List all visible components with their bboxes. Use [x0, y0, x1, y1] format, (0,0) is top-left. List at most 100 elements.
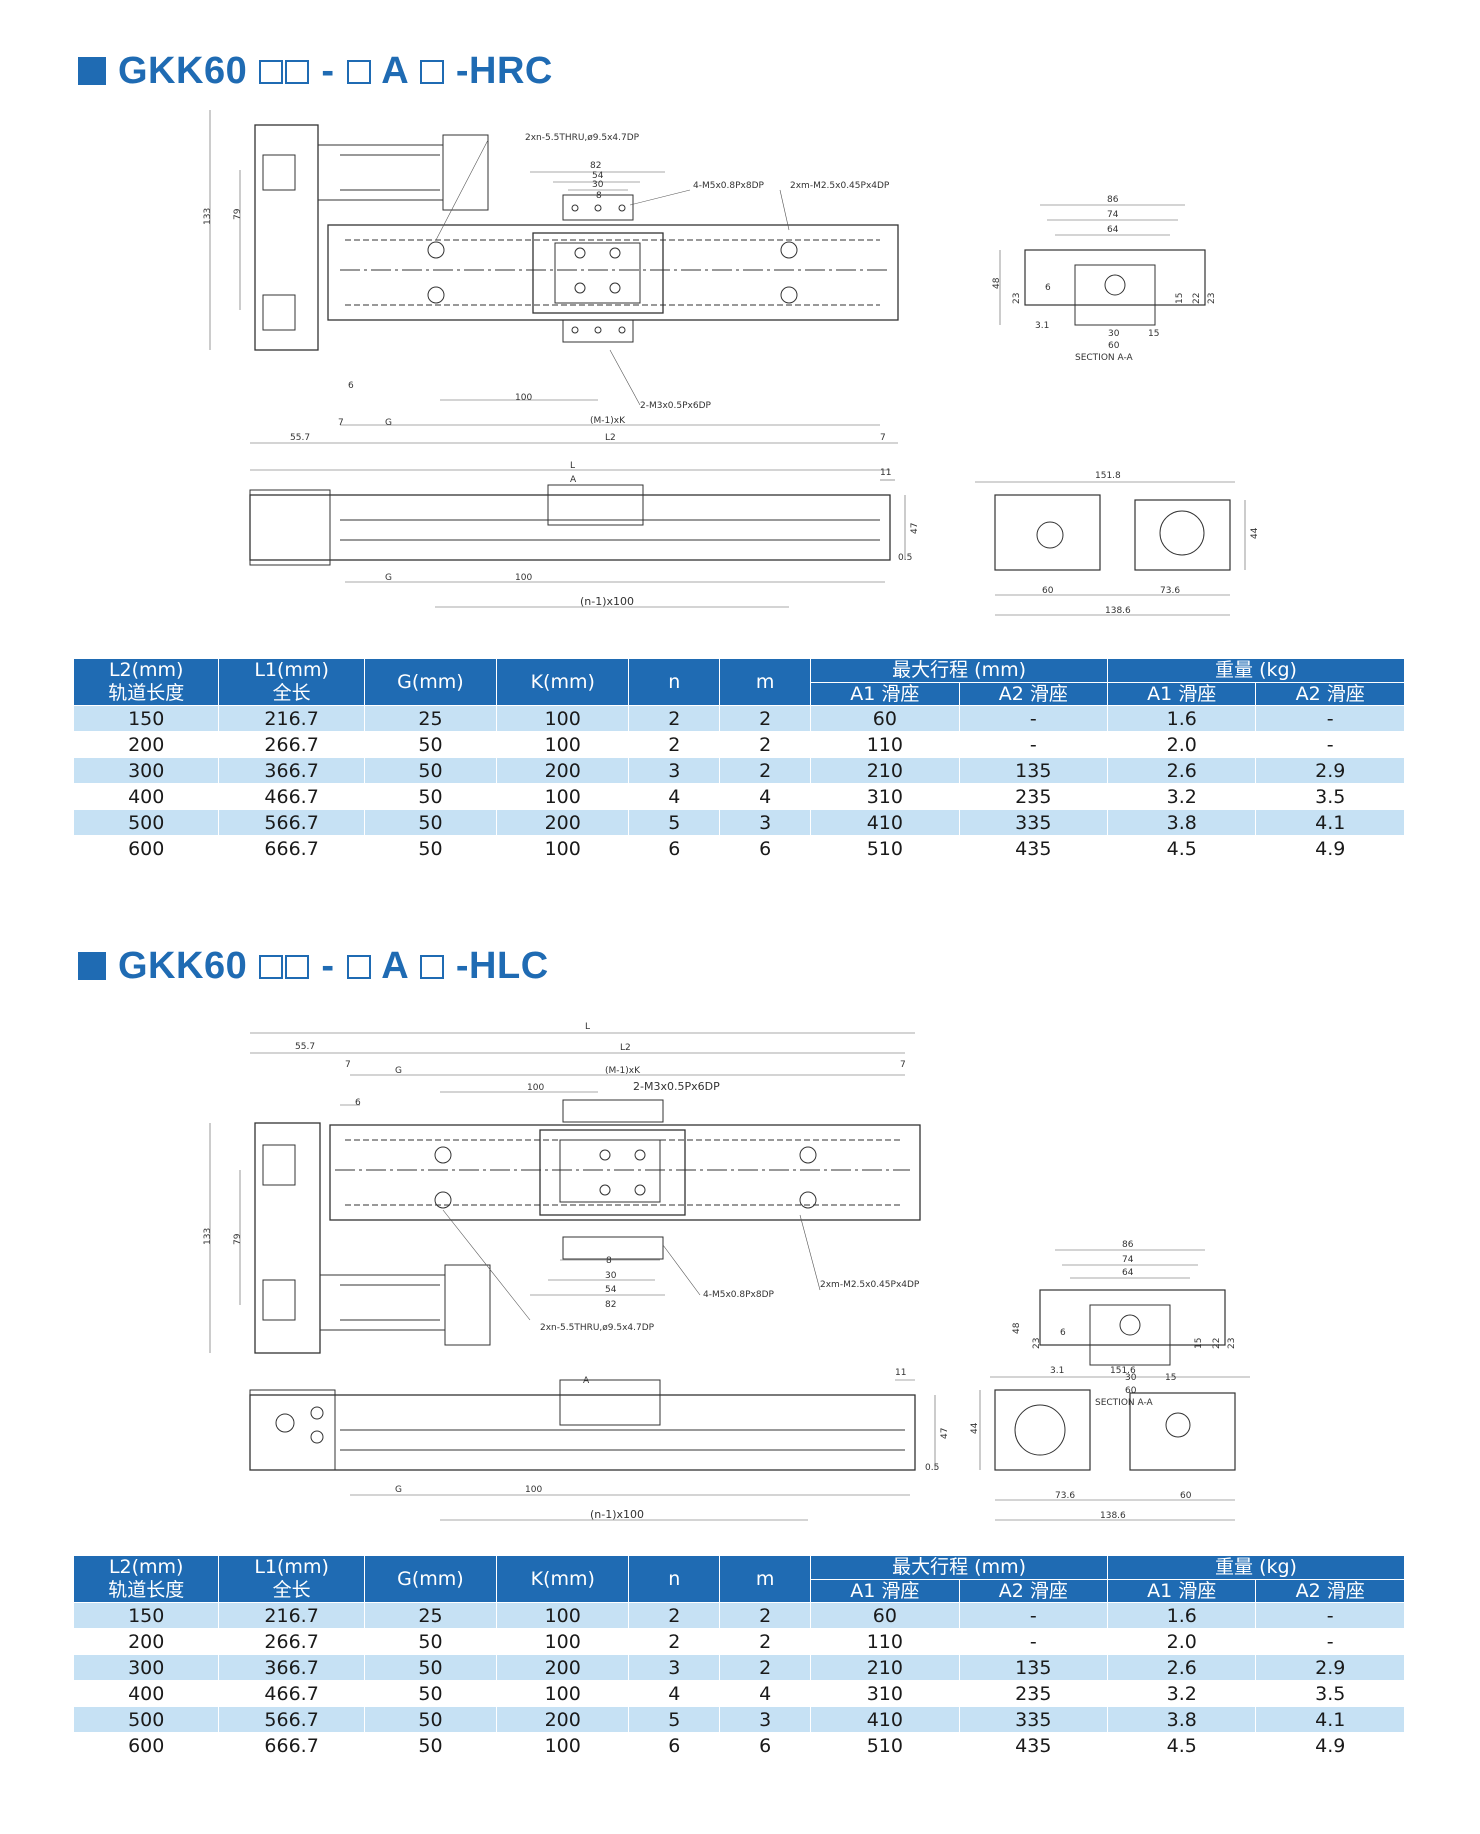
col-header-weight-a1: A1 滑座	[1108, 682, 1256, 705]
svg-text:15: 15	[1165, 1373, 1176, 1383]
svg-text:(M-1)xK: (M-1)xK	[590, 416, 626, 426]
svg-text:8: 8	[596, 191, 602, 201]
svg-text:47: 47	[910, 523, 920, 534]
svg-text:G: G	[395, 1485, 402, 1495]
svg-text:151.8: 151.8	[1095, 471, 1121, 481]
placeholder-box-icon	[346, 955, 371, 979]
col-header-weight-a2: A2 滑座	[1256, 682, 1404, 705]
rail-top-view	[327, 224, 899, 321]
col-header-k: K(mm)	[497, 1556, 629, 1602]
svg-text:L: L	[585, 1022, 590, 1032]
placeholder-box-icon	[419, 60, 444, 84]
placeholder-box-icon	[285, 955, 310, 979]
svg-text:6: 6	[1060, 1328, 1066, 1338]
col-header-stroke-a1: A1 滑座	[811, 1579, 959, 1602]
svg-text:(n-1)x100: (n-1)x100	[590, 1508, 644, 1521]
svg-text:44: 44	[1250, 527, 1260, 539]
svg-text:79: 79	[233, 1233, 243, 1245]
rail-top-view	[329, 1124, 921, 1221]
svg-text:A: A	[583, 1376, 590, 1386]
pulley-housing	[254, 124, 319, 351]
svg-text:22: 22	[1192, 293, 1202, 304]
rail-side-view	[249, 494, 891, 561]
col-header-stroke-a2: A2 滑座	[959, 1579, 1108, 1602]
svg-text:82: 82	[590, 161, 601, 171]
svg-text:0.5: 0.5	[925, 1463, 939, 1473]
motor-flange	[442, 134, 489, 211]
svg-text:23: 23	[1207, 293, 1217, 304]
svg-text:8: 8	[606, 1256, 612, 1266]
col-header-weight-a2: A2 滑座	[1256, 1579, 1404, 1602]
svg-text:64: 64	[1107, 225, 1119, 235]
svg-text:2xn-5.5THRU,ø9.5x4.7DP: 2xn-5.5THRU,ø9.5x4.7DP	[525, 133, 640, 143]
svg-text:SECTION A-A: SECTION A-A	[1075, 353, 1134, 363]
svg-text:55.7: 55.7	[295, 1042, 315, 1052]
svg-text:(M-1)xK: (M-1)xK	[605, 1066, 641, 1076]
col-header-weight-a1: A1 滑座	[1108, 1579, 1256, 1602]
svg-text:2xm-M2.5x0.45Px4DP: 2xm-M2.5x0.45Px4DP	[820, 1280, 920, 1290]
col-header-l2: L2(mm)轨道长度	[74, 659, 219, 705]
placeholder-box-icon	[285, 60, 310, 84]
title-square-icon	[78, 57, 106, 85]
section-title-hlc: GKK60 - A -HLC	[78, 945, 549, 988]
pulley-top	[262, 154, 296, 191]
svg-text:23: 23	[1032, 1338, 1042, 1349]
motor-body	[317, 144, 444, 201]
svg-text:44: 44	[970, 1422, 980, 1434]
svg-text:60: 60	[1042, 586, 1054, 596]
svg-text:15: 15	[1148, 329, 1159, 339]
svg-text:100: 100	[515, 573, 532, 583]
svg-text:15: 15	[1194, 1338, 1204, 1349]
placeholder-box-icon	[346, 60, 371, 84]
svg-text:138.6: 138.6	[1100, 1511, 1126, 1521]
svg-text:L2: L2	[620, 1043, 631, 1053]
col-header-m: m	[720, 659, 811, 705]
svg-text:79: 79	[233, 208, 243, 220]
svg-text:30: 30	[1125, 1373, 1137, 1383]
svg-text:2xm-M2.5x0.45Px4DP: 2xm-M2.5x0.45Px4DP	[790, 181, 890, 191]
svg-text:86: 86	[1122, 1240, 1134, 1250]
svg-text:74: 74	[1107, 210, 1119, 220]
svg-text:23: 23	[1227, 1338, 1237, 1349]
svg-text:7: 7	[345, 1060, 351, 1070]
svg-text:11: 11	[895, 1368, 906, 1378]
svg-text:4-M5x0.8Px8DP: 4-M5x0.8Px8DP	[703, 1290, 775, 1300]
placeholder-box-icon	[419, 955, 444, 979]
svg-text:60: 60	[1125, 1386, 1137, 1396]
svg-text:47: 47	[940, 1428, 950, 1439]
end-view	[994, 494, 1101, 571]
svg-text:138.6: 138.6	[1105, 606, 1131, 616]
technical-drawing-hrc: 2xn-5.5THRU,ø9.5x4.7DP 4-M5x0.8Px8DP 2xm…	[0, 110, 1480, 640]
svg-text:6: 6	[355, 1098, 361, 1108]
mounting-holes	[427, 204, 798, 334]
mounting-holes	[434, 1146, 817, 1209]
col-header-n: n	[629, 659, 720, 705]
svg-text:6: 6	[1045, 283, 1051, 293]
svg-text:30: 30	[592, 180, 604, 190]
svg-text:30: 30	[605, 1271, 617, 1281]
svg-text:60: 60	[1180, 1491, 1192, 1501]
svg-text:30: 30	[1108, 329, 1120, 339]
section-a-a-view	[1039, 1289, 1226, 1346]
svg-text:64: 64	[1122, 1268, 1134, 1278]
svg-text:L: L	[570, 461, 575, 471]
svg-text:74: 74	[1122, 1255, 1134, 1265]
spec-table-hrc: L2(mm)轨道长度 L1(mm)全长 G(mm) K(mm) n m 最大行程…	[73, 658, 1405, 862]
col-header-stroke-a1: A1 滑座	[811, 682, 959, 705]
col-header-max-stroke: 最大行程 (mm)	[811, 1556, 1108, 1579]
svg-text:A: A	[570, 475, 577, 485]
col-header-m: m	[720, 1556, 811, 1602]
svg-text:G: G	[385, 573, 392, 583]
svg-text:22: 22	[1212, 1338, 1222, 1349]
col-header-weight: 重量 (kg)	[1108, 1556, 1404, 1579]
svg-text:2-M3x0.5Px6DP: 2-M3x0.5Px6DP	[640, 401, 712, 411]
svg-text:3.1: 3.1	[1035, 321, 1049, 331]
col-header-l1: L1(mm)全长	[219, 659, 364, 705]
